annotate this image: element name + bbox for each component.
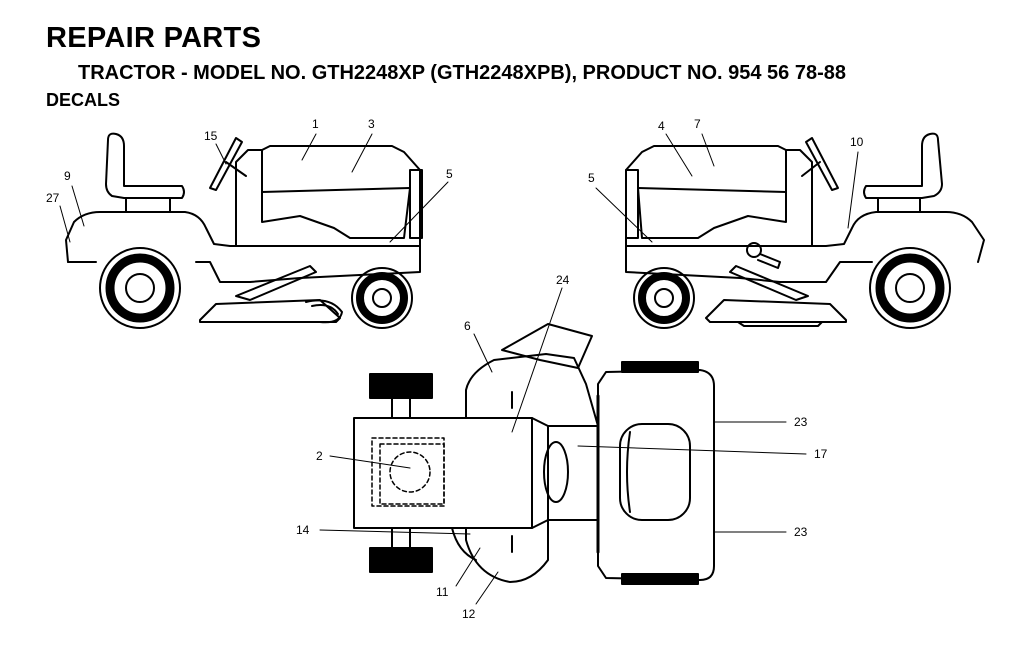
callout-5-left: 5 [446, 167, 453, 181]
callout-12: 12 [462, 607, 476, 621]
page-subtitle: TRACTOR - MODEL NO. GTH2248XP (GTH2248XP… [78, 62, 846, 84]
callout-14: 14 [296, 523, 310, 537]
callout-24: 24 [556, 273, 570, 287]
tractor-top-view [353, 323, 715, 585]
callout-15: 15 [204, 129, 218, 143]
callout-6: 6 [464, 319, 471, 333]
tractor-left-side-view [65, 132, 423, 329]
callout-10: 10 [850, 135, 864, 149]
tractor-right-side-view [625, 132, 985, 329]
callout-23-top: 23 [794, 415, 808, 429]
callout-3: 3 [368, 117, 375, 131]
callout-4: 4 [658, 119, 665, 133]
callout-7: 7 [694, 117, 701, 131]
callout-5-right: 5 [588, 171, 595, 185]
page-title: REPAIR PARTS [46, 22, 262, 54]
callout-23-bottom: 23 [794, 525, 808, 539]
callout-11: 11 [436, 585, 449, 599]
leader-lines [59, 133, 859, 605]
callout-27: 27 [46, 191, 60, 205]
section-title: DECALS [46, 90, 121, 110]
callout-17: 17 [814, 447, 828, 461]
callout-9: 9 [64, 169, 71, 183]
callout-1: 1 [312, 117, 319, 131]
callout-labels: 1 3 15 9 27 5 4 7 10 5 24 6 2 14 11 12 2… [46, 117, 864, 621]
callout-2: 2 [316, 449, 323, 463]
